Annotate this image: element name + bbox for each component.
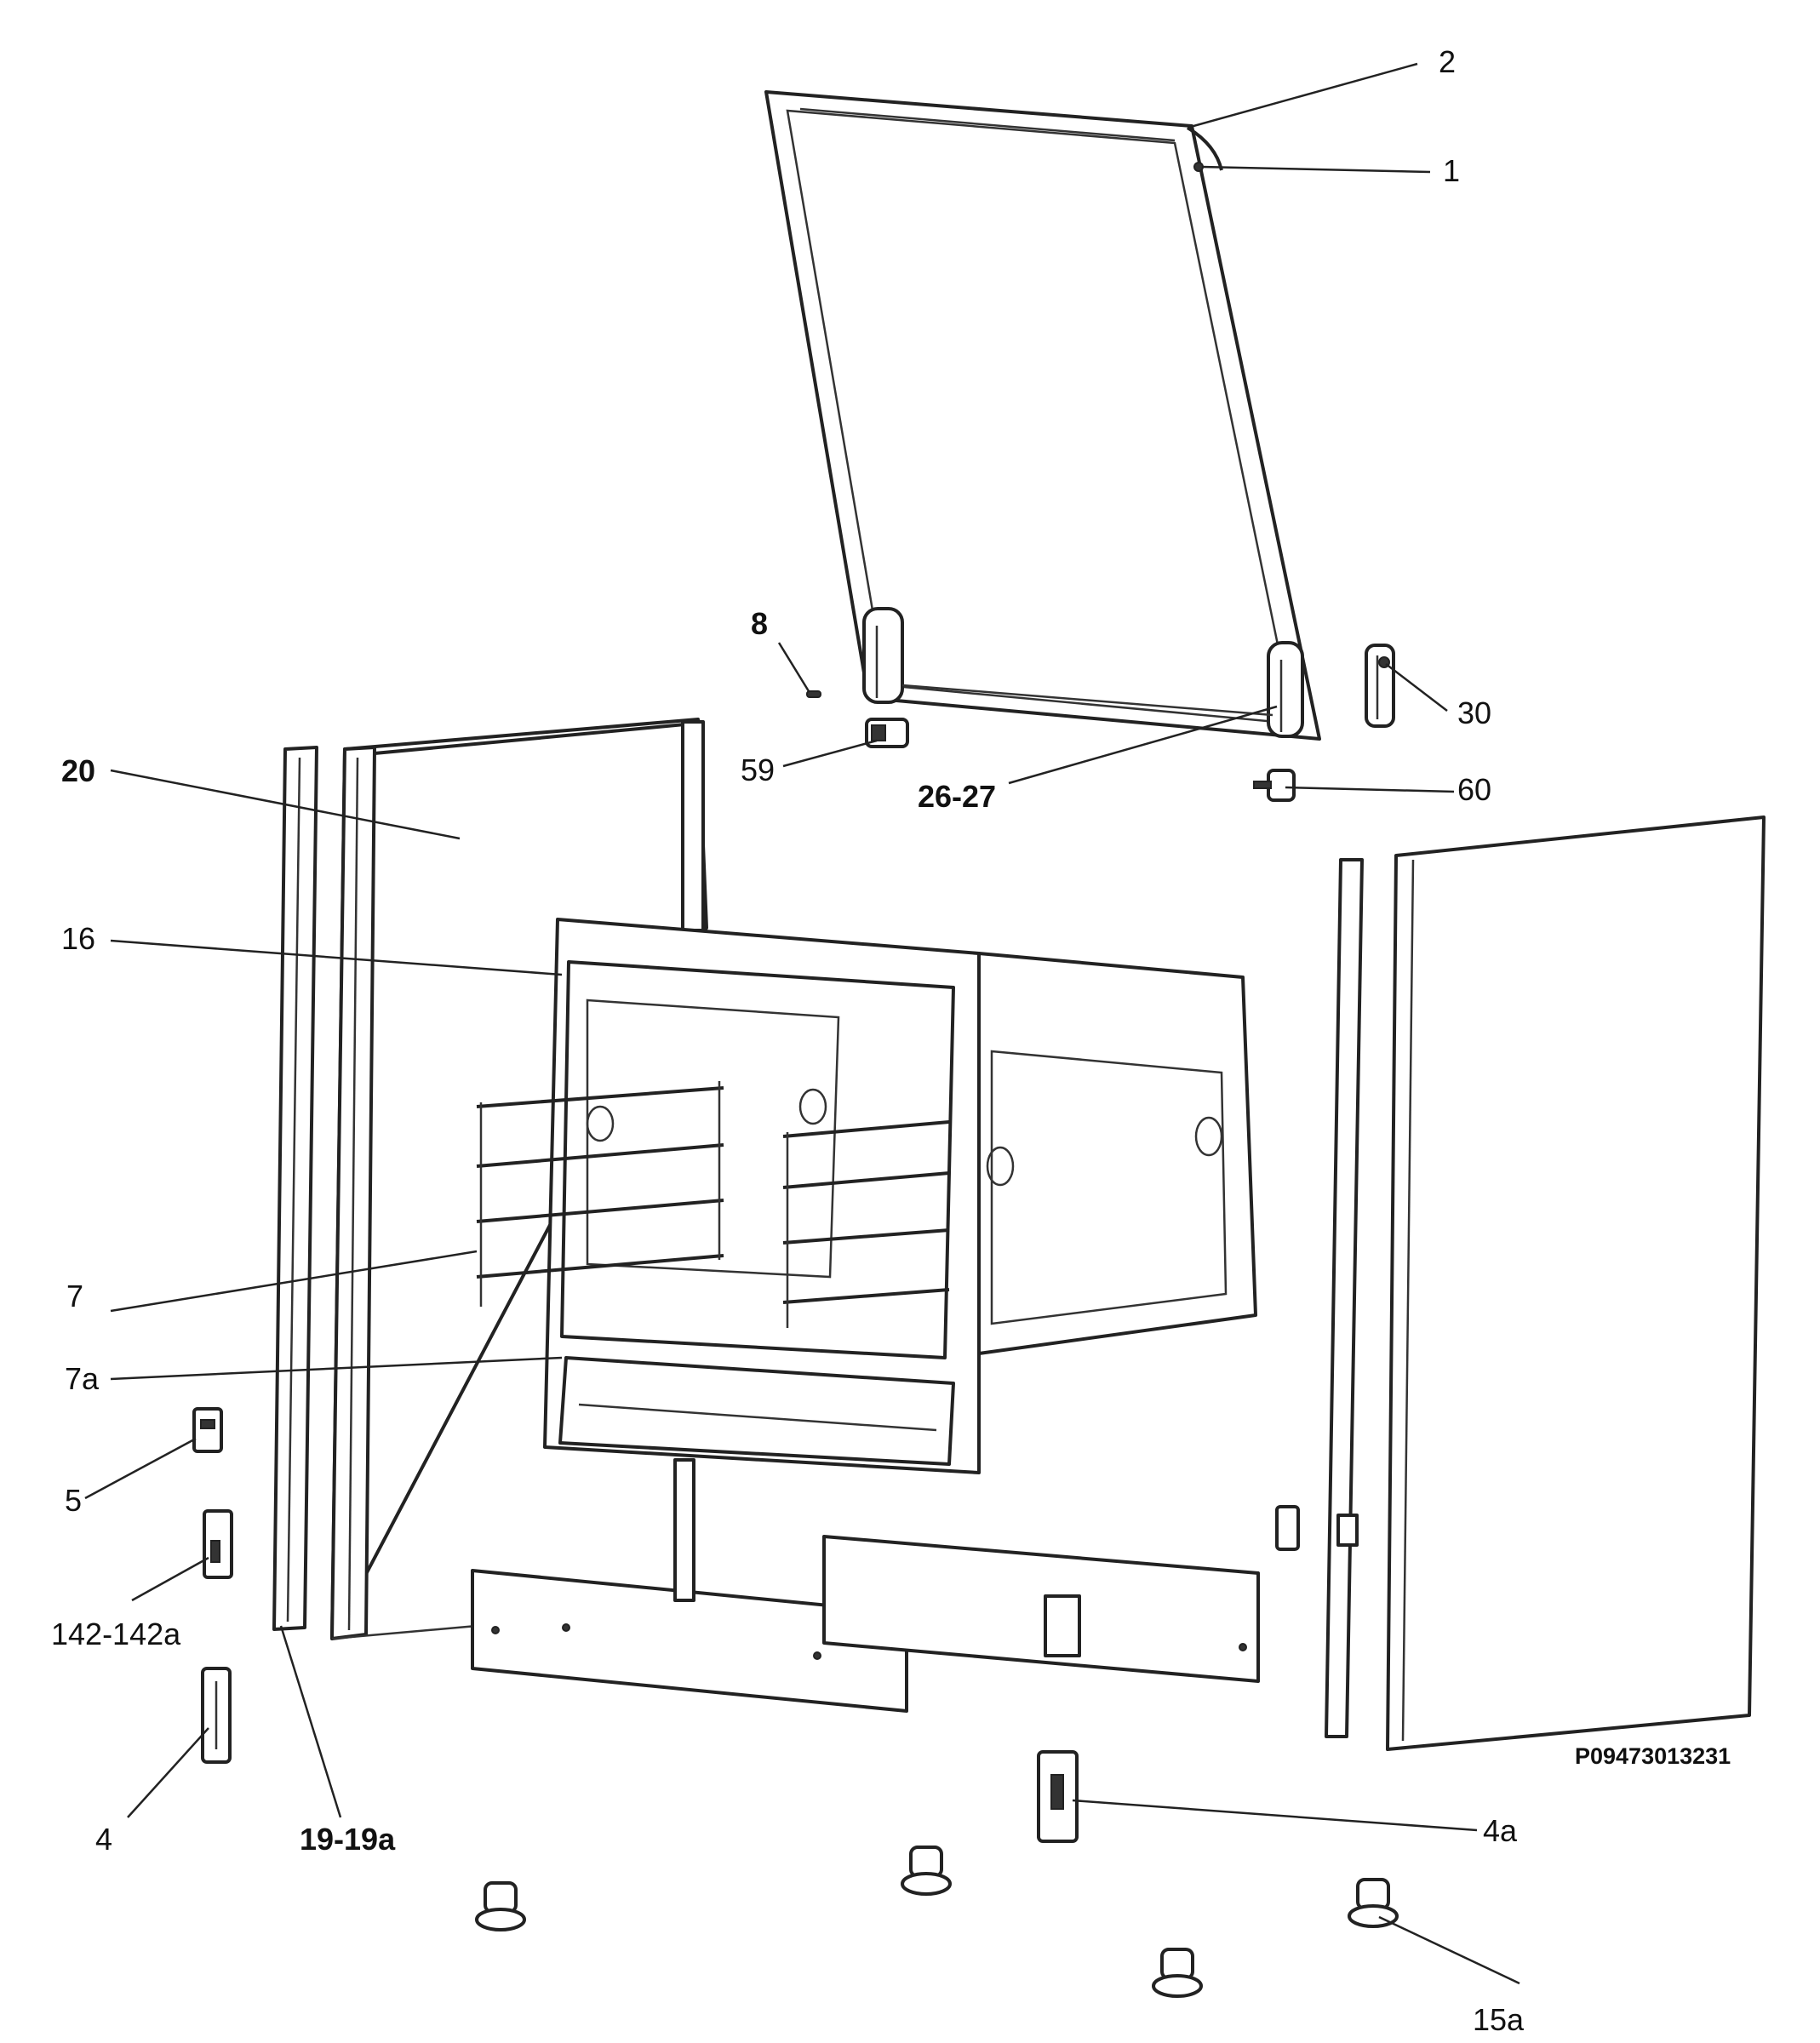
- callout-60: 60: [1457, 772, 1491, 807]
- part-bottom-rear-strip: [822, 1535, 1260, 1683]
- part-4-hinge: [201, 1667, 232, 1764]
- part-foot-2: [901, 1846, 952, 1896]
- part-lid-hinge-left: [862, 607, 904, 704]
- callout-1: 1: [1443, 153, 1460, 188]
- callout-19-19a: 19-19a: [300, 1822, 396, 1857]
- callout-20: 20: [61, 753, 95, 788]
- callout-7: 7: [66, 1279, 83, 1313]
- callout-26-27: 26-27: [918, 779, 996, 814]
- callout-7a: 7a: [65, 1361, 100, 1396]
- callout-5: 5: [65, 1483, 82, 1518]
- part-bottom-front-strip: [471, 1569, 908, 1713]
- callout-8: 8: [751, 606, 768, 641]
- part-foot-1: [475, 1881, 526, 1931]
- part-30-hinge-spring: [1365, 644, 1395, 728]
- part-60-hinge-bracket: [1253, 769, 1296, 802]
- callout-4: 4: [95, 1822, 112, 1857]
- part-7-rack-left: [476, 1081, 724, 1307]
- drawing-code: P09473013231: [1575, 1743, 1731, 1769]
- callout-30: 30: [1457, 695, 1491, 730]
- part-vertical-bracket: [673, 1458, 1081, 1657]
- part-right-side-strip: [1325, 858, 1364, 1738]
- callout-2: 2: [1439, 44, 1456, 79]
- part-19-left-side-strip: [272, 746, 318, 1631]
- callout-142-142a: 142-142a: [51, 1617, 181, 1651]
- part-8-screw: [806, 690, 821, 698]
- part-right-clip: [1275, 1505, 1300, 1551]
- part-foot-4: [1348, 1878, 1399, 1928]
- leader-lines: [84, 62, 1520, 1985]
- part-foot-3: [1152, 1948, 1203, 1998]
- part-lid-frame: [764, 90, 1321, 741]
- callout-15a: 15a: [1473, 2002, 1525, 2037]
- part-right-side-panel: [1386, 815, 1766, 1751]
- part-59-hinge-bracket: [865, 718, 909, 748]
- part-oven-cavity: [543, 918, 1257, 1474]
- part-4a-hinge: [1037, 1750, 1079, 1843]
- part-142-switch: [203, 1509, 233, 1579]
- callout-4a: 4a: [1483, 1813, 1518, 1848]
- callout-59: 59: [741, 753, 775, 787]
- part-7-rack-right: [782, 1120, 950, 1328]
- lid-bottom-bar: [901, 684, 1273, 717]
- part-5-clip: [192, 1407, 223, 1453]
- part-lid-hinge-right: [1267, 641, 1304, 738]
- callout-16: 16: [61, 921, 95, 956]
